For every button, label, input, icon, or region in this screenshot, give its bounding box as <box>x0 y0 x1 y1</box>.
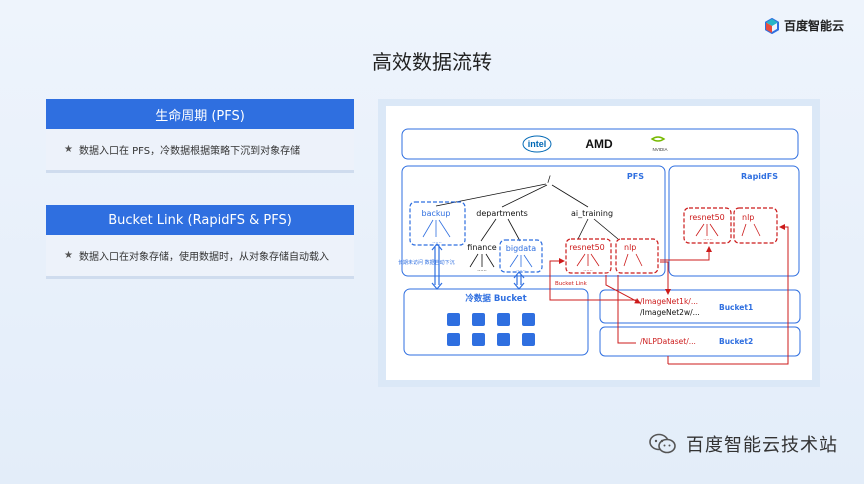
rapidfs-resnet50-label: resnet50 <box>689 213 725 222</box>
pfs-nlp-node <box>615 238 659 274</box>
ai-training-label: ai_training <box>571 209 613 218</box>
bucket1-path-imagenet2w: /ImageNet2w/... <box>640 308 700 317</box>
lifecycle-card-text: 数据入口在 PFS，冷数据根据策略下沉到对象存储 <box>78 146 301 157</box>
pfs-label: PFS <box>627 172 644 181</box>
backup-label: backup <box>422 209 451 218</box>
cold-bucket-objects <box>447 313 535 346</box>
rapidfs-nlp-subtree <box>741 223 761 237</box>
finance-subtree <box>469 253 495 268</box>
backup-subtree <box>422 219 451 238</box>
pfs-box <box>401 165 666 277</box>
rapidfs-nlp-node <box>733 207 778 244</box>
brand-name: 百度智能云 <box>783 19 844 33</box>
brand-logo: 百度智能云 <box>764 17 844 34</box>
finance-dots: ...... <box>477 267 487 273</box>
rapidfs-resnet50-node <box>683 207 732 244</box>
nvidia-logo: NVIDIA <box>650 136 668 152</box>
footer-text: 百度智能云技术站 <box>686 435 838 456</box>
rapidfs-resnet50-dots: ...... <box>703 236 713 242</box>
wechat-icon <box>649 433 676 454</box>
footer-watermark: 百度智能云技术站 <box>648 431 838 457</box>
bucket1-label: Bucket1 <box>719 303 753 312</box>
cold-bucket-label: 冷数据 Bucket <box>465 293 526 304</box>
tree-root: / <box>547 175 551 185</box>
bucket-link-card-body: ★ 数据入口在对象存储，使用数据时，从对象存储自动载入 <box>46 235 354 279</box>
cold-note: 长期未访问 数据自动下沉 <box>398 259 455 266</box>
bucket1-path-imagenet1k: /ImageNet1k/... <box>640 297 698 306</box>
diagram-canvas: intel AMD NVIDIA PFS RapidFS / backup <box>386 106 812 380</box>
bucket-link-card: Bucket Link (RapidFS & PFS) ★ 数据入口在对象存储，… <box>46 205 354 279</box>
svg-text:NVIDIA: NVIDIA <box>652 147 667 152</box>
bucket-link-arrows <box>549 224 789 365</box>
bigdata-label: bigdata <box>506 244 536 253</box>
lifecycle-card-title: 生命周期 (PFS) <box>46 99 354 129</box>
rapidfs-nlp-label: nlp <box>742 213 754 222</box>
star-icon: ★ <box>64 144 73 155</box>
pfs-resnet50-node <box>565 238 612 274</box>
cold-bucket-box <box>403 288 589 356</box>
rapidfs-box <box>668 165 800 277</box>
bucket-link-label: Bucket Link <box>555 281 588 287</box>
departments-label: departments <box>476 209 528 218</box>
pfs-nlp-label: nlp <box>624 243 636 252</box>
bucket-link-card-text: 数据入口在对象存储，使用数据时，从对象存储自动载入 <box>78 252 329 263</box>
backup-dots: ...... <box>432 239 442 245</box>
bucket2-box <box>599 326 801 357</box>
brand-cube-icon <box>764 17 779 34</box>
pfs-resnet50-dots: ...... <box>583 267 593 273</box>
star-icon: ★ <box>64 250 73 261</box>
data-flow-diagram: intel AMD NVIDIA PFS RapidFS / backup <box>378 99 820 387</box>
page-title: 高效数据流转 <box>372 50 492 74</box>
rapidfs-label: RapidFS <box>741 172 778 181</box>
rapidfs-resnet50-subtree <box>695 223 719 237</box>
finance-label: finance <box>467 243 496 252</box>
bucket1-box <box>599 289 801 324</box>
sink-arrow-bigdata <box>513 271 525 290</box>
intel-logo: intel <box>522 135 552 153</box>
bucket-link-card-title: Bucket Link (RapidFS & PFS) <box>46 205 354 235</box>
bigdata-subtree <box>509 254 533 268</box>
pfs-nlp-subtree <box>623 253 643 267</box>
bucket2-label: Bucket2 <box>719 337 753 346</box>
svg-text:intel: intel <box>528 139 547 149</box>
lifecycle-card: 生命周期 (PFS) ★ 数据入口在 PFS，冷数据根据策略下沉到对象存储 <box>46 99 354 173</box>
lifecycle-card-body: ★ 数据入口在 PFS，冷数据根据策略下沉到对象存储 <box>46 129 354 173</box>
bucket2-path-nlp: /NLPDataset/... <box>640 337 696 346</box>
vendor-bar <box>401 128 799 160</box>
amd-logo: AMD <box>585 137 613 151</box>
pfs-resnet50-subtree <box>576 253 600 267</box>
pfs-resnet50-label: resnet50 <box>569 243 605 252</box>
bigdata-dots: ...... <box>516 267 526 273</box>
bigdata-node <box>499 239 543 273</box>
